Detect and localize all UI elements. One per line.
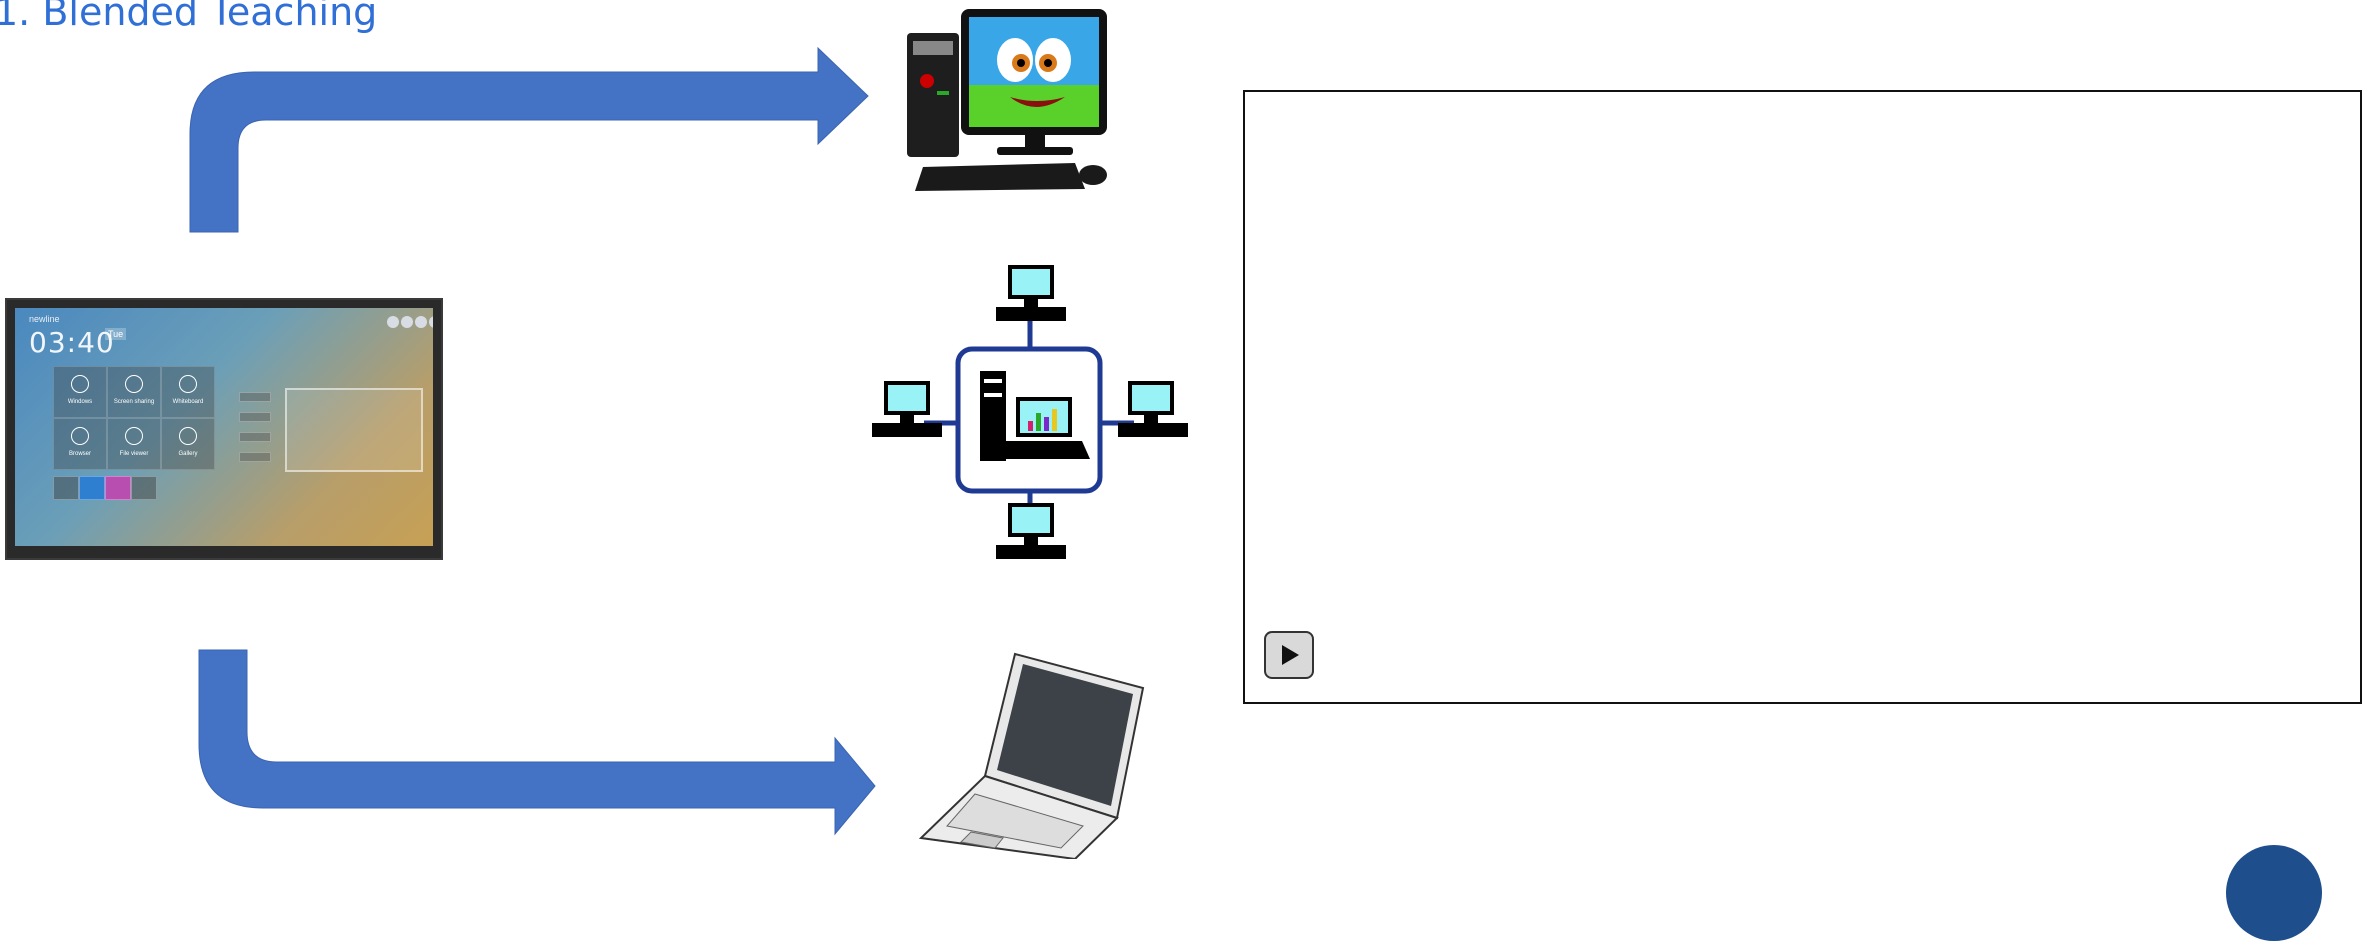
tile-label: Gallery	[178, 451, 198, 457]
display-screen: newline 03:40 Tue Windows Screen sharing…	[15, 308, 433, 546]
play-button[interactable]	[1264, 631, 1314, 679]
windows-icon	[71, 375, 89, 393]
tile-label: Screen sharing	[113, 399, 155, 405]
display-status-icon	[429, 316, 433, 328]
display-brand: newline	[29, 314, 60, 324]
display-side-button	[239, 432, 271, 442]
play-icon	[1282, 645, 1299, 665]
mini-app-icon	[53, 476, 79, 500]
display-status-icon	[401, 316, 413, 328]
tile-label: Whiteboard	[172, 399, 204, 405]
laptop-icon	[918, 652, 1145, 859]
tile-label: Browser	[68, 451, 91, 457]
video-frame	[1243, 90, 2362, 704]
display-status-icon	[415, 316, 427, 328]
computer-network-icon	[872, 265, 1188, 559]
display-tile: Screen sharing	[107, 366, 161, 418]
page-indicator-circle	[2226, 845, 2322, 941]
file-icon	[125, 427, 143, 445]
browser-icon	[71, 427, 89, 445]
gallery-icon	[179, 427, 197, 445]
whiteboard-icon	[179, 375, 197, 393]
bottom-arrow	[198, 649, 876, 836]
display-side-button	[239, 392, 271, 402]
display-tile: Whiteboard	[161, 366, 215, 418]
mini-app-icon	[105, 476, 131, 500]
screen-share-icon	[125, 375, 143, 393]
display-date: Tue	[105, 328, 127, 340]
interactive-display: newline 03:40 Tue Windows Screen sharing…	[5, 298, 443, 560]
display-tile: File viewer	[107, 418, 161, 470]
tile-label: File viewer	[119, 451, 149, 457]
tile-label: Windows	[67, 399, 93, 405]
display-preview-panel	[285, 388, 423, 472]
display-side-button	[239, 412, 271, 422]
display-status-icon	[387, 316, 399, 328]
mini-app-icon	[79, 476, 105, 500]
mini-app-icon	[131, 476, 157, 500]
display-clock: 03:40	[29, 326, 115, 359]
desktop-computer-icon	[907, 9, 1107, 191]
top-arrow	[189, 46, 869, 233]
page-title: 1. Blended Teaching	[0, 0, 378, 34]
display-tile: Windows	[53, 366, 107, 418]
display-tile: Browser	[53, 418, 107, 470]
display-side-button	[239, 452, 271, 462]
display-tile: Gallery	[161, 418, 215, 470]
